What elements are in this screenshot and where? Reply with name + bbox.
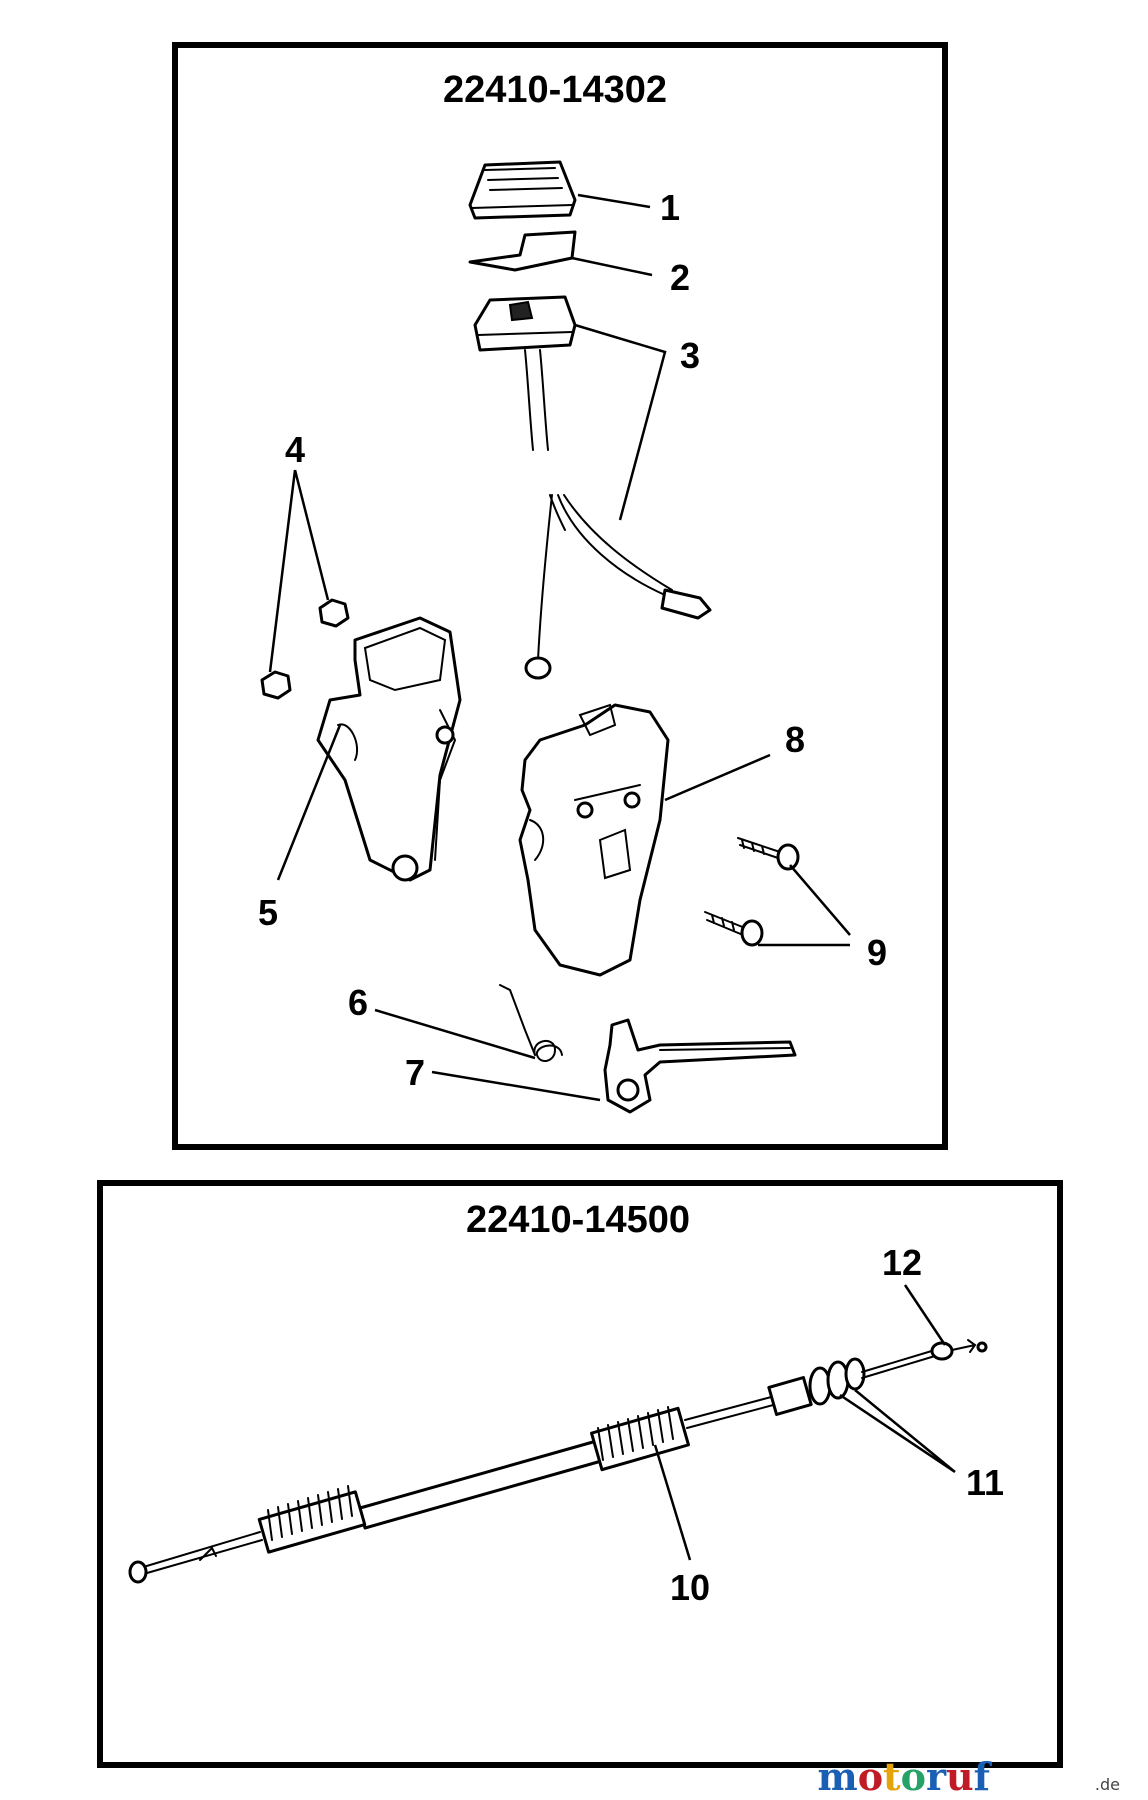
frame-bottom: 22410-14500 10 <box>97 1180 1063 1768</box>
leader-12 <box>903 1284 947 1346</box>
part-11-adjuster-nuts <box>767 1357 866 1416</box>
frame-top: 22410-14302 1 2 3 <box>172 42 948 1150</box>
part-7-lever <box>603 1018 797 1114</box>
callout-12: 12 <box>882 1242 922 1283</box>
leader-11 <box>839 1389 956 1474</box>
callout-6: 6 <box>348 982 368 1023</box>
callout-1: 1 <box>660 187 680 228</box>
leader-4 <box>268 469 330 673</box>
leader-3 <box>574 323 667 521</box>
part-3-switch-harness <box>473 295 712 680</box>
leader-1 <box>577 193 651 209</box>
part-2-gasket <box>468 230 577 272</box>
callout-3: 3 <box>680 335 700 376</box>
leader-2 <box>571 256 653 277</box>
part-12-cable-end <box>861 1339 988 1379</box>
spring-coil-middle <box>590 1406 690 1472</box>
callout-10: 10 <box>670 1567 710 1608</box>
watermark-text: motoruf <box>817 1754 992 1799</box>
part-6-spring <box>499 984 563 1062</box>
frame-top-border <box>172 42 948 1150</box>
leader-8 <box>664 753 771 802</box>
part-9-bolts <box>704 837 800 947</box>
leader-10 <box>653 1444 692 1561</box>
frame-top-title: 22410-14302 <box>443 69 667 111</box>
callout-11: 11 <box>966 1462 1004 1503</box>
callout-7: 7 <box>405 1052 425 1093</box>
leader-5 <box>276 724 342 881</box>
watermark-logo: motoruf .de <box>817 1754 1120 1799</box>
callout-9: 9 <box>867 932 887 973</box>
spring-coil-left <box>257 1485 367 1554</box>
frame-bottom-border <box>97 1180 1063 1768</box>
part-10-cable <box>128 1391 793 1584</box>
callout-8: 8 <box>785 719 805 760</box>
callout-4: 4 <box>285 429 305 470</box>
watermark-suffix: .de <box>1095 1775 1120 1794</box>
callout-5: 5 <box>258 892 278 933</box>
part-1-switch-cover <box>468 160 577 220</box>
part-5-bracket <box>316 616 462 882</box>
callout-2: 2 <box>670 257 690 298</box>
part-4-nuts <box>260 598 350 700</box>
leader-7 <box>431 1070 601 1102</box>
part-8-housing <box>518 703 670 977</box>
leader-6 <box>374 1008 536 1060</box>
leader-9 <box>758 864 851 947</box>
frame-bottom-title: 22410-14500 <box>466 1199 690 1241</box>
